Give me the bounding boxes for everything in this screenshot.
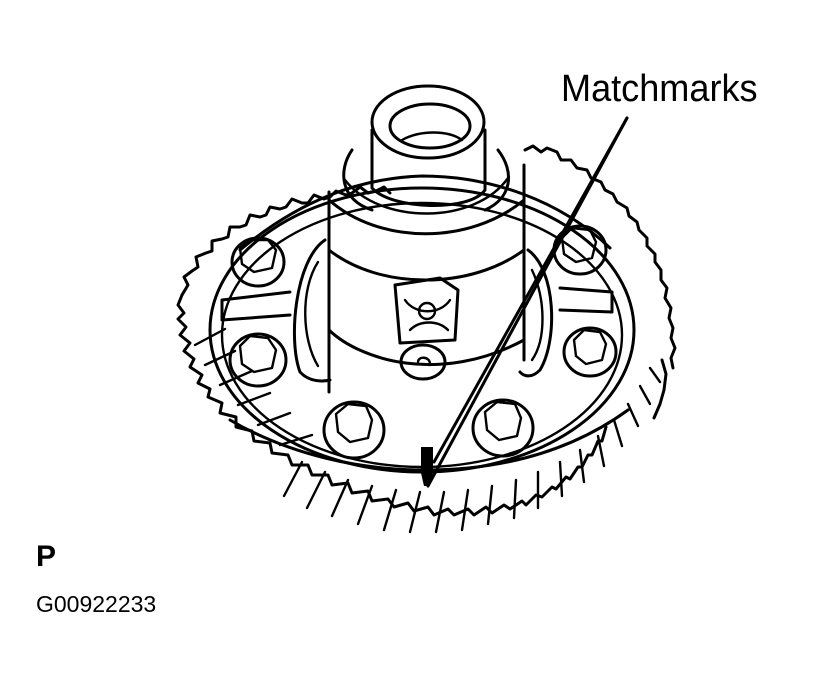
pinion-shaft-hole (417, 301, 437, 321)
ring-gear-teeth-front (176, 293, 608, 517)
bolts (228, 224, 618, 460)
ring-gear-teeth-right-back (523, 144, 677, 370)
matchmark-case (421, 447, 433, 469)
case-body-arc-2 (327, 198, 526, 236)
case-window-left (292, 238, 332, 383)
pinion-shaft-right (558, 286, 614, 314)
pinion-lock-pin-center (416, 356, 432, 366)
bolt-1 (230, 236, 286, 288)
case-shoulder-right (483, 148, 511, 212)
pinion-lock-pin (399, 343, 447, 381)
pinion-shaft-left (220, 290, 292, 322)
case-flange-lower (228, 408, 630, 472)
differential-case (220, 84, 630, 472)
case-neck-top (370, 84, 486, 160)
bolt-5 (562, 326, 618, 378)
case-shoulder-ring (343, 176, 510, 215)
ring-gear-inner-rim (208, 186, 636, 474)
leader-line-2 (426, 116, 629, 488)
bolt-2 (228, 332, 288, 388)
case-neck-bore (388, 102, 472, 150)
case-window-left-inner (304, 260, 320, 368)
bolt-4 (471, 398, 535, 458)
callout-leaders (426, 116, 629, 488)
case-body-arc-1 (327, 248, 526, 282)
ring-gear-edge (652, 358, 668, 420)
figure-id: G00922233 (36, 591, 157, 617)
case-shoulder-left (342, 148, 374, 212)
case-neck-bore-inner (400, 131, 464, 142)
pinion-shaft-detail (403, 298, 452, 332)
case-flange-line (238, 174, 612, 252)
case-neck (370, 128, 487, 207)
view-letter: P (36, 540, 57, 573)
bolt-3 (322, 400, 386, 460)
matchmarks-callout-label: Matchmarks (561, 68, 758, 110)
pinion-shaft-boss (393, 276, 460, 345)
